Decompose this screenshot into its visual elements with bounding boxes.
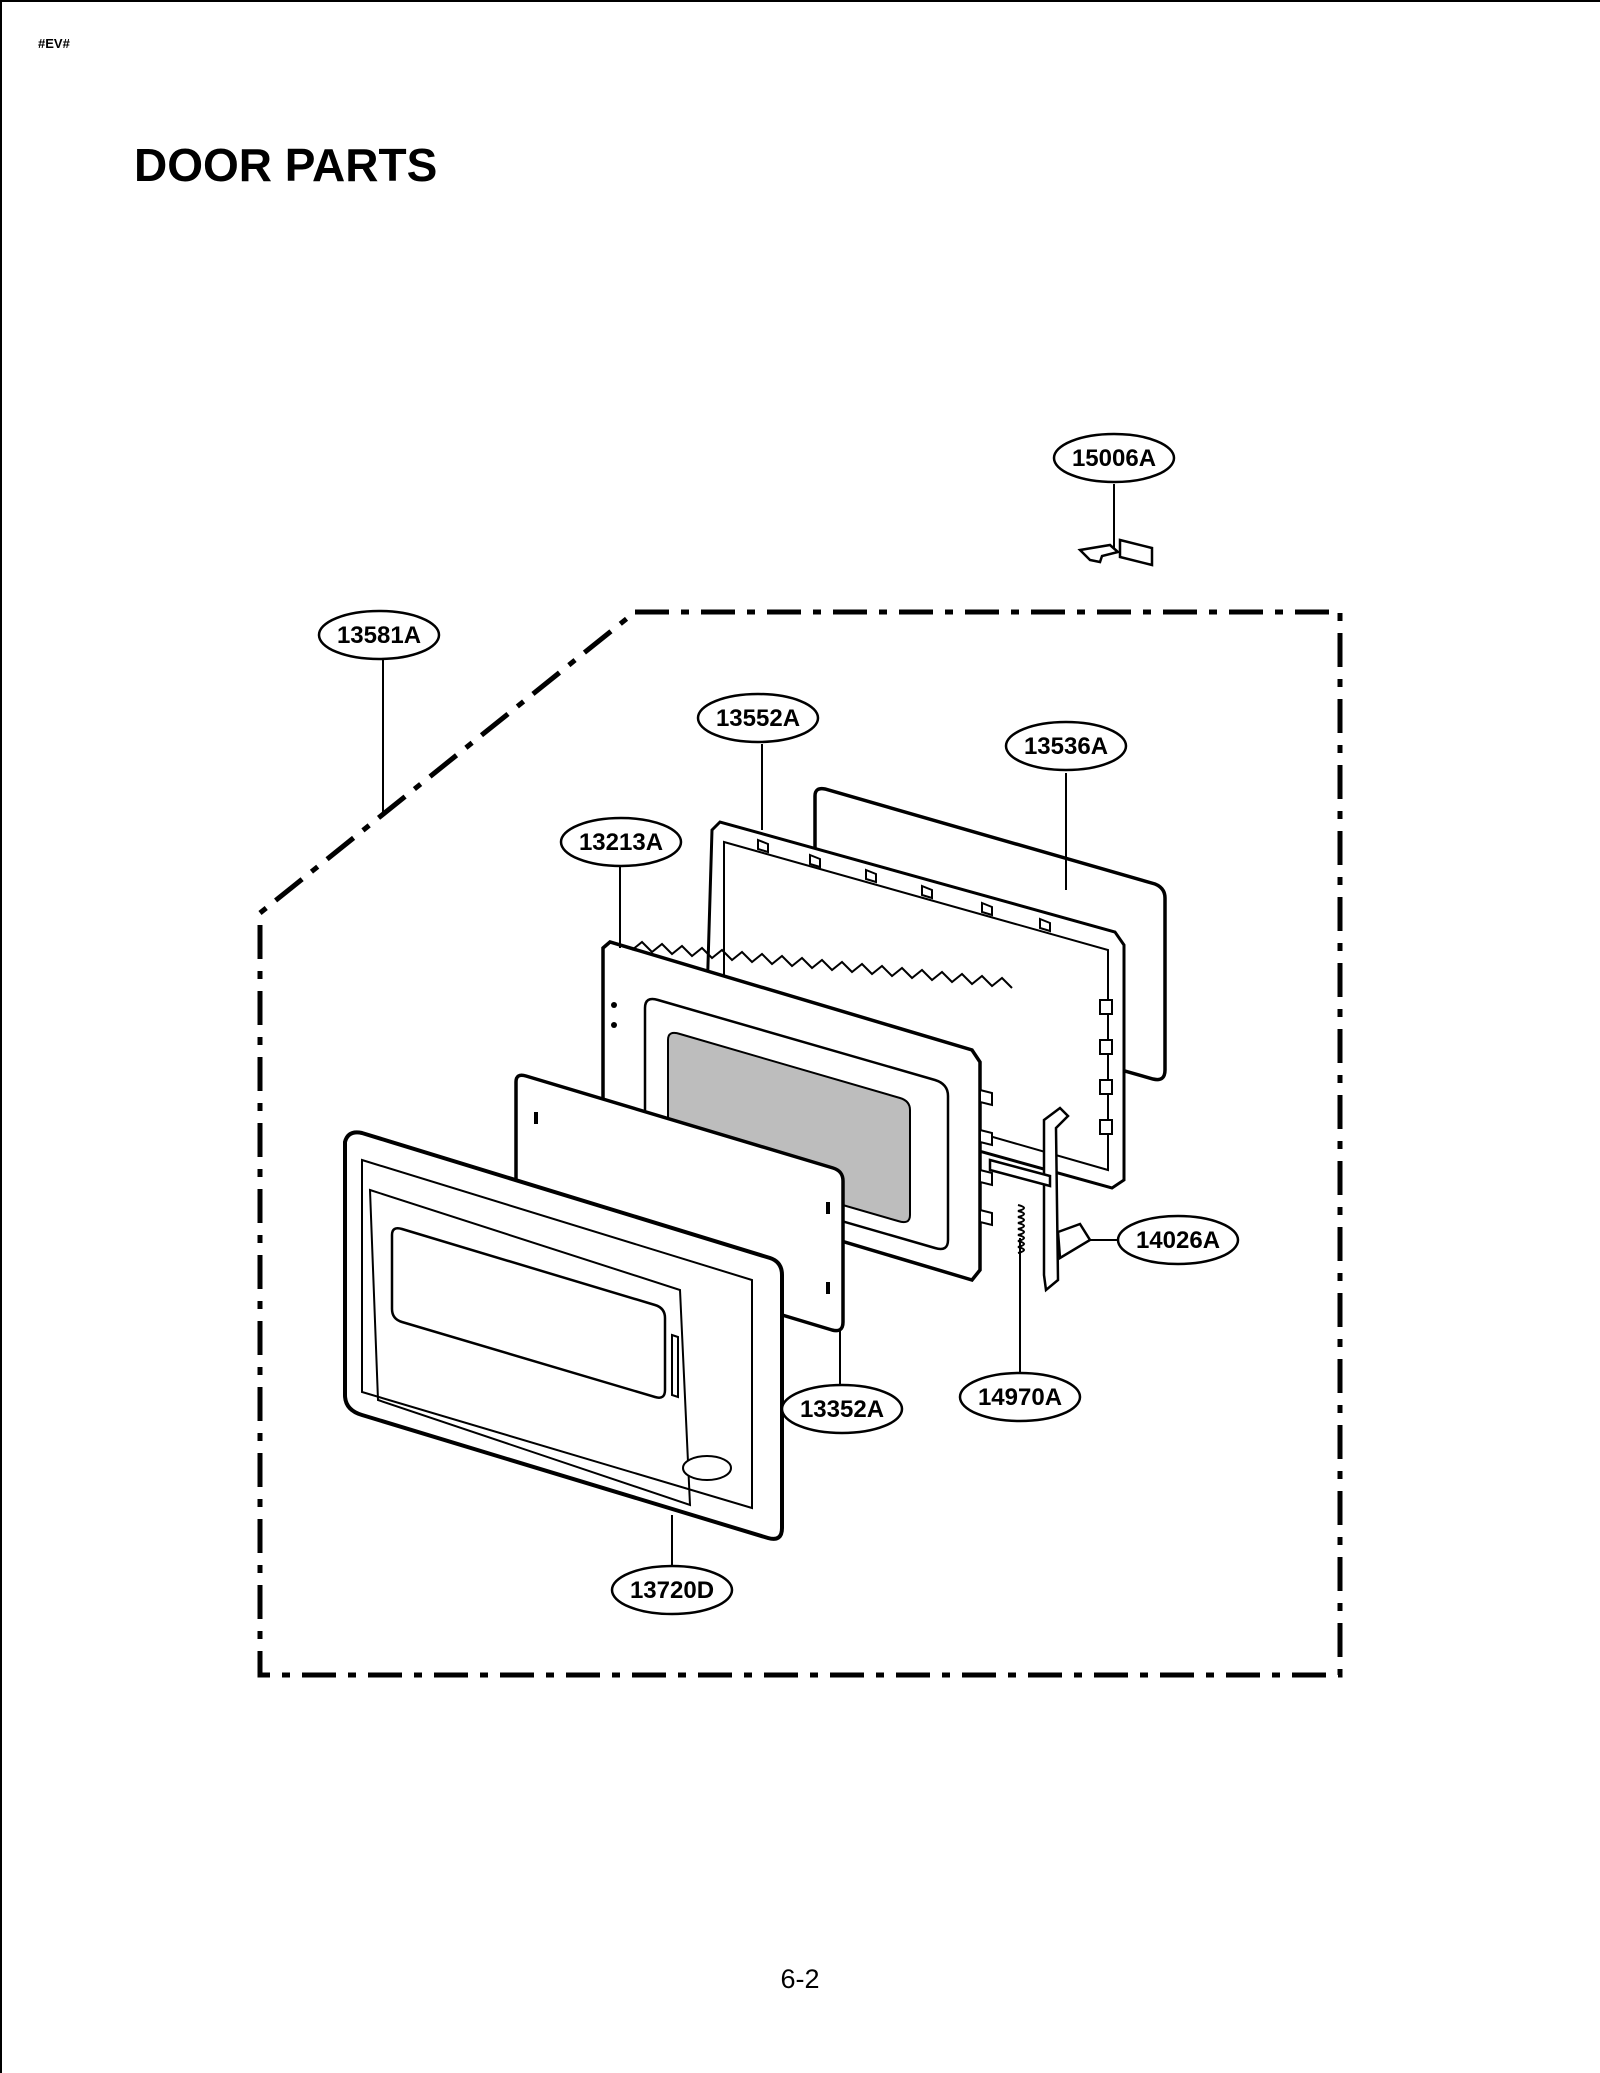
callout-15006a: 15006A	[1052, 432, 1176, 484]
part-14970a-spring	[1017, 1204, 1025, 1254]
callout-14026a: 14026A	[1116, 1214, 1240, 1266]
callout-label-13213a: 13213A	[579, 829, 663, 856]
callout-13581a: 13581A	[317, 609, 441, 661]
callout-label-13552a: 13552A	[716, 705, 800, 732]
page-number: 6-2	[780, 1964, 820, 1994]
callout-label-14026a: 14026A	[1136, 1227, 1220, 1254]
callout-13352a: 13352A	[780, 1383, 904, 1435]
callout-13213a: 13213A	[559, 816, 683, 868]
callout-label-13581a: 13581A	[337, 622, 421, 649]
document-code: #EV#	[38, 36, 70, 51]
callout-13536a: 13536A	[1004, 720, 1128, 772]
part-15006a-bracket	[1077, 538, 1154, 567]
callout-label-14970a: 14970A	[978, 1384, 1062, 1411]
callout-label-13536a: 13536A	[1024, 733, 1108, 760]
page-title: DOOR PARTS	[134, 139, 438, 191]
callout-13720d: 13720D	[610, 1564, 734, 1616]
callout-label-13352a: 13352A	[800, 1396, 884, 1423]
part-13720d-door-front	[343, 1130, 784, 1541]
callout-13552a: 13552A	[696, 692, 820, 744]
leader-lines	[382, 484, 1120, 1570]
callout-label-15006a: 15006A	[1072, 445, 1156, 472]
callout-label-13720d: 13720D	[630, 1577, 714, 1604]
callout-14970a: 14970A	[958, 1371, 1082, 1423]
